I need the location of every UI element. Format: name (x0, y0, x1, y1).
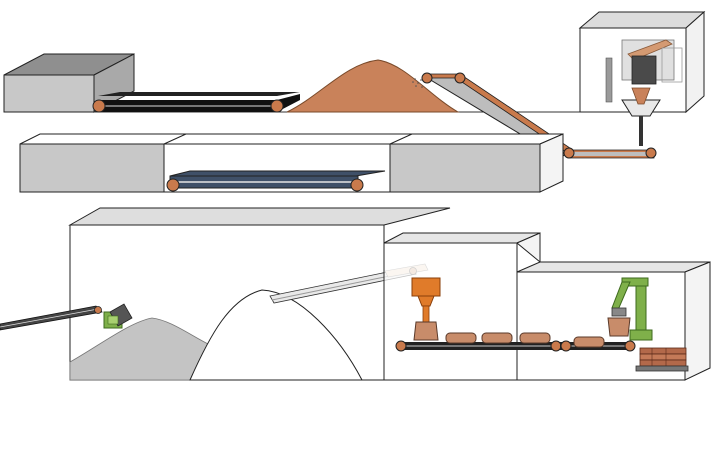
bag-3 (519, 332, 551, 344)
white-stockpile (189, 289, 363, 381)
bag-4 (573, 336, 605, 348)
grey-stockpile (69, 317, 211, 381)
feed-conveyor-left (0, 305, 103, 331)
palletizer-robot-icon (607, 277, 653, 341)
material-spill-dots (412, 78, 423, 88)
crusher-machine-icon (605, 39, 683, 146)
crusher-green-icon (103, 303, 133, 329)
top-left-storage-box (3, 53, 135, 113)
roller-left (92, 99, 106, 113)
bag-1 (445, 332, 477, 344)
middle-conveyor-belt (166, 170, 386, 192)
pallet-stack-icon (635, 347, 689, 372)
orange-stockpile (286, 59, 460, 113)
bag-items (445, 332, 605, 348)
roller-right (270, 99, 284, 113)
top-conveyor-belt (92, 92, 300, 113)
bagging-room-box (383, 232, 541, 381)
bag-2 (481, 332, 513, 344)
bagging-hopper-icon (411, 277, 441, 341)
